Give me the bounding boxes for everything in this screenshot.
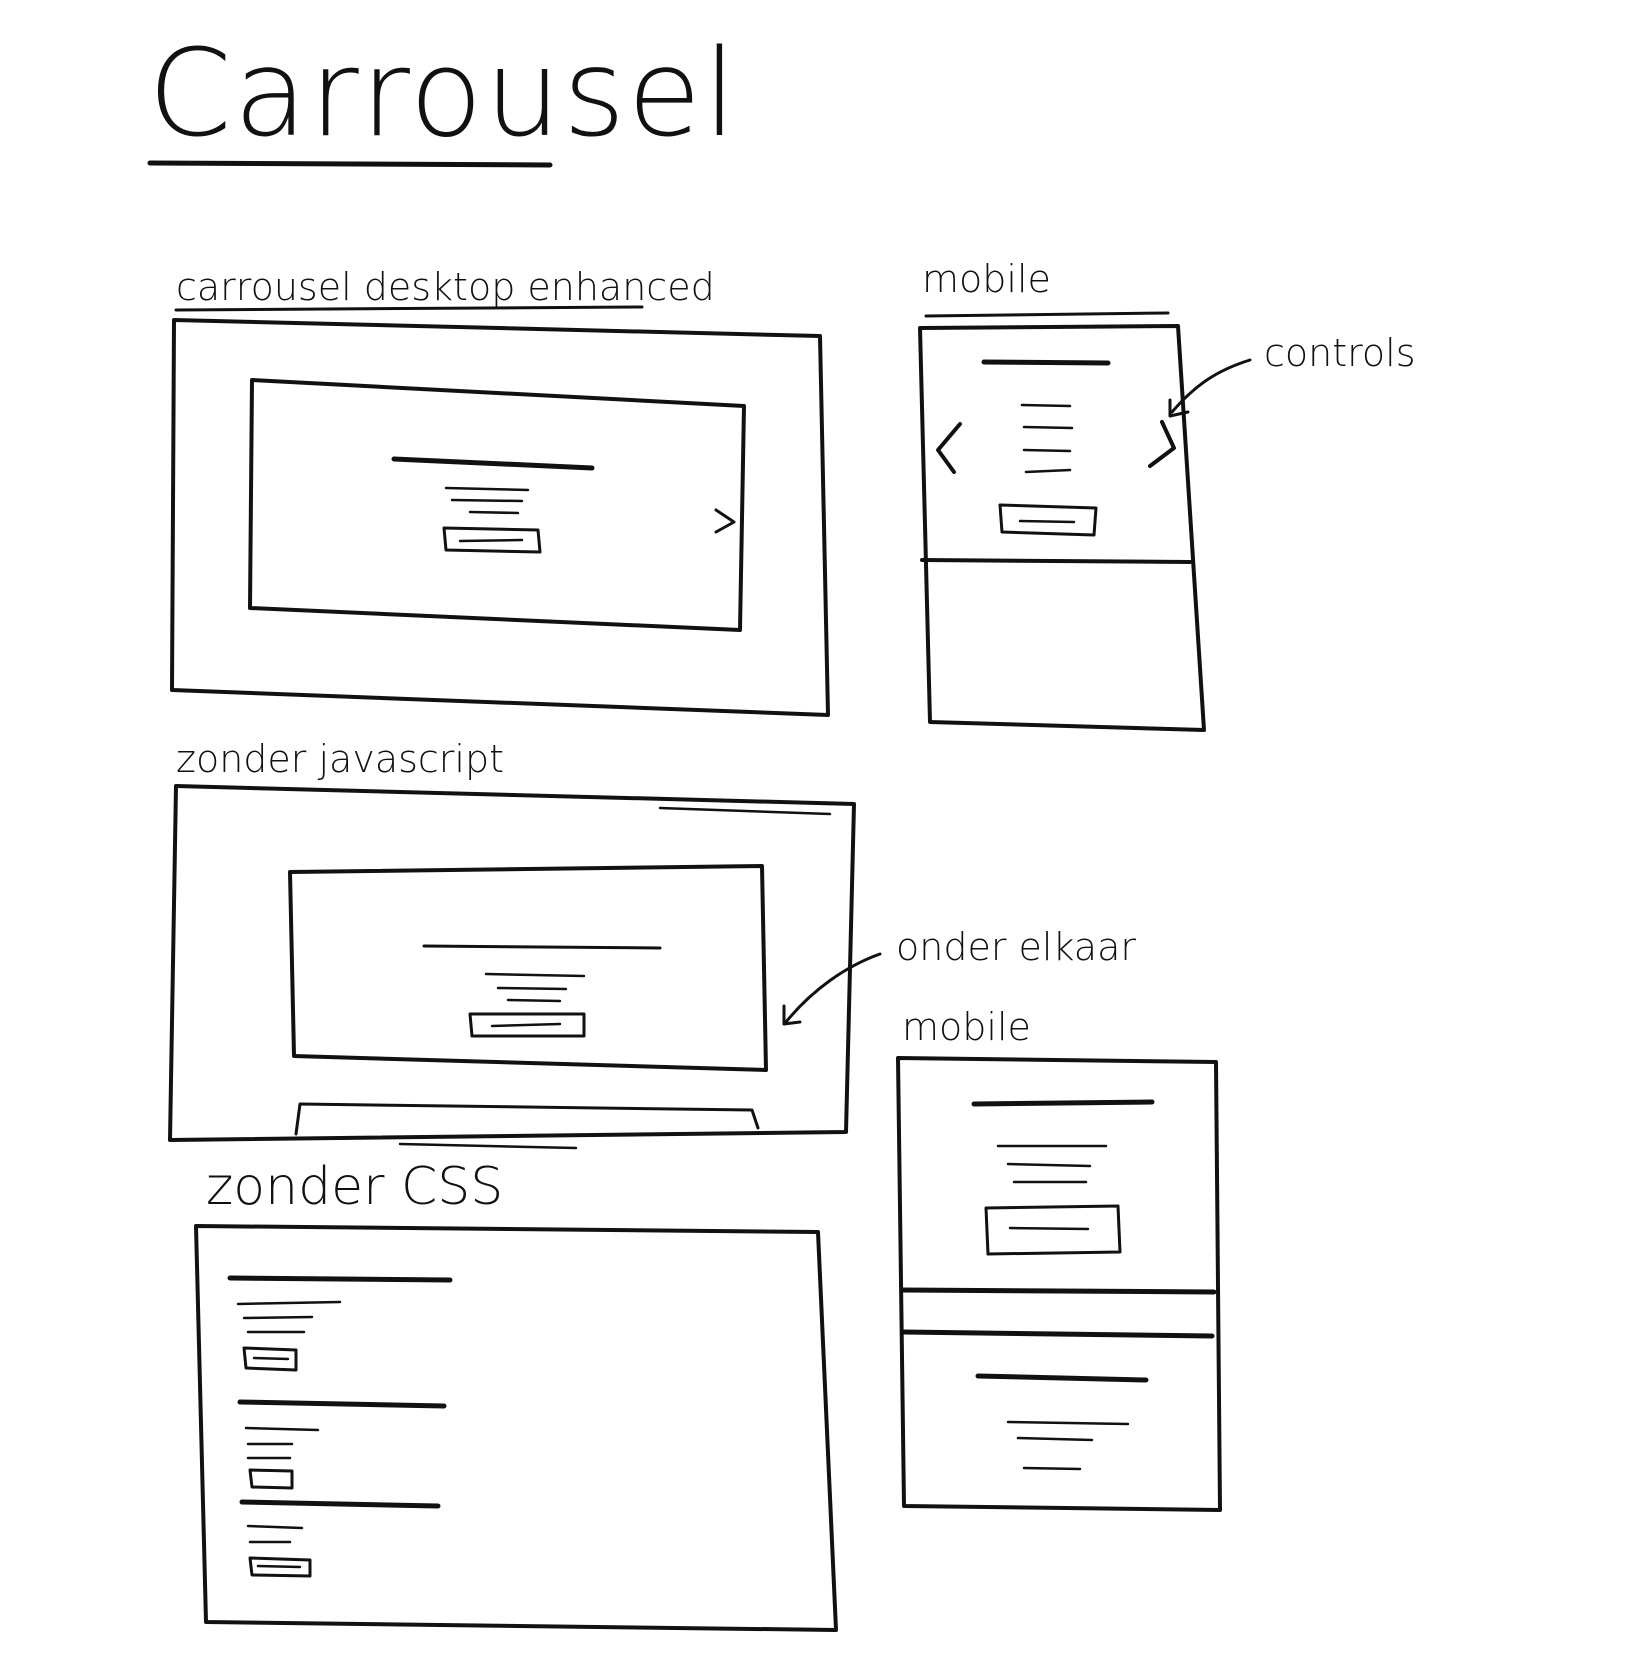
no-js-mobile-label: mobile xyxy=(902,1005,1031,1049)
no-js-mobile-slide-divider xyxy=(899,1287,1217,1295)
chevron-right-icon xyxy=(1148,420,1176,468)
desktop-browser-frame xyxy=(170,318,830,717)
no-css-page-frame xyxy=(194,1224,838,1632)
desktop-label-underline xyxy=(174,305,644,312)
stacked-annotation: onder elkaar xyxy=(896,925,1136,969)
stacked-arrow-line xyxy=(784,952,882,1024)
mobile-slide-text-line xyxy=(1022,425,1074,430)
mobile-sketch: mobile controls xyxy=(918,257,1416,732)
no-js-next-slide-peek xyxy=(294,1102,760,1136)
mobile-phone-frame xyxy=(918,324,1206,732)
desktop-slide-text-line xyxy=(444,486,530,492)
no-css-item-button xyxy=(248,1556,312,1578)
no-js-label: zonder javascript xyxy=(176,737,504,781)
desktop-slide-text-line xyxy=(450,498,524,503)
arrow-head-icon xyxy=(782,1004,802,1026)
no-js-browser-frame xyxy=(168,784,856,1142)
mobile-slide-text-line xyxy=(1020,403,1072,408)
no-js-mobile-sketch: mobile xyxy=(896,1005,1222,1512)
no-js-mobile-slide-button xyxy=(984,1204,1122,1256)
no-js-mobile-slide-text-line xyxy=(1016,1436,1094,1442)
controls-arrow-line xyxy=(1170,358,1252,414)
no-css-item-heading xyxy=(227,1275,453,1283)
no-js-slide-heading xyxy=(422,944,662,950)
no-js-slide-text-line xyxy=(496,986,568,991)
no-js-mobile-slide-text-line xyxy=(1022,1466,1082,1471)
no-css-label: zonder CSS xyxy=(206,1157,503,1217)
no-js-slide-button-label xyxy=(490,1022,562,1028)
no-js-carousel-slide xyxy=(288,864,768,1072)
no-js-slide-text-line xyxy=(484,972,586,978)
no-css-item-text-line xyxy=(242,1315,314,1320)
no-js-mobile-slide-divider xyxy=(901,1329,1215,1339)
mobile-slide-button xyxy=(998,503,1098,537)
no-js-mobile-slide-button-label xyxy=(1008,1226,1090,1231)
mobile-slide-text-line xyxy=(1022,448,1072,453)
desktop-enhanced-sketch: carrousel desktop enhanced xyxy=(170,265,830,717)
desktop-slide-heading xyxy=(391,456,595,471)
arrow-head-icon xyxy=(1168,398,1190,418)
chevron-right-icon xyxy=(714,508,736,534)
no-js-slide-text-line xyxy=(506,998,562,1003)
no-css-item-button xyxy=(242,1346,298,1372)
desktop-slide-text-line xyxy=(468,510,520,515)
title-underline xyxy=(147,160,553,168)
mobile-slide-text-line xyxy=(1024,468,1072,474)
desktop-enhanced-label: carrousel desktop enhanced xyxy=(176,265,715,309)
chevron-left-icon xyxy=(936,422,962,474)
desktop-slide-button xyxy=(442,526,542,554)
no-css-item-button xyxy=(248,1468,294,1490)
no-css-item-button-label xyxy=(252,1356,290,1361)
no-js-frame-bottom-edge xyxy=(398,1142,578,1150)
no-css-item-text-line xyxy=(246,1524,304,1530)
no-css-item-text-line xyxy=(244,1426,320,1432)
mobile-slide-heading xyxy=(981,359,1111,366)
no-css-item-text-line xyxy=(236,1300,342,1306)
no-css-item-heading xyxy=(239,1499,441,1509)
desktop-slide-button-label xyxy=(458,538,524,543)
no-js-mobile-slide-text-line xyxy=(1006,1162,1092,1168)
no-js-mobile-slide-heading xyxy=(971,1099,1155,1107)
no-css-sketch: zonder CSS xyxy=(194,1157,838,1632)
mobile-label-underline xyxy=(924,311,1170,318)
controls-annotation: controls xyxy=(1264,331,1416,375)
mobile-slide-button-label xyxy=(1018,519,1076,524)
no-js-sketch: zonder javascript onder elkaar xyxy=(168,737,1136,1150)
page-title: Carrousel xyxy=(148,25,739,164)
no-css-item-heading xyxy=(237,1399,447,1409)
no-js-mobile-slide-heading xyxy=(975,1373,1149,1383)
no-js-frame-top-edge xyxy=(658,806,832,816)
no-js-mobile-phone-frame xyxy=(896,1056,1222,1512)
desktop-carousel-slide xyxy=(248,378,746,632)
no-css-item-button-label xyxy=(256,1564,302,1569)
no-js-slide-button xyxy=(468,1012,586,1038)
no-js-mobile-slide-text-line xyxy=(1006,1420,1130,1426)
mobile-slide-divider xyxy=(920,558,1192,564)
mobile-label: mobile xyxy=(922,257,1051,301)
